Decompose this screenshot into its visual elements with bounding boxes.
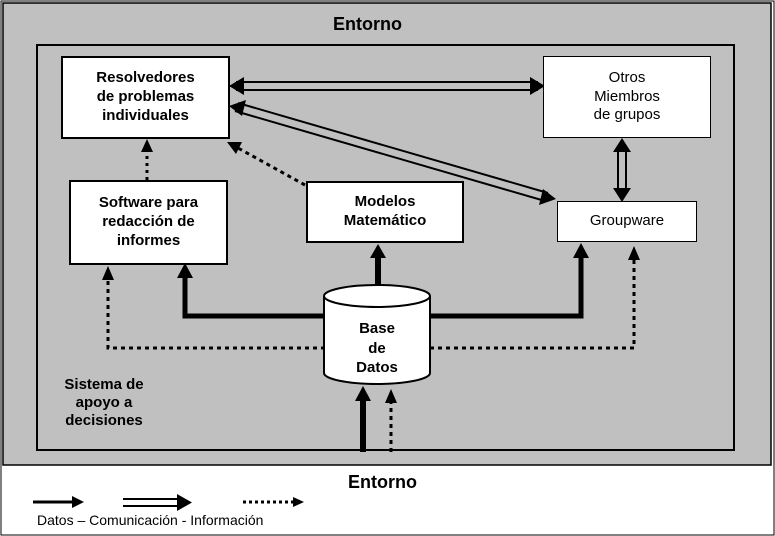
node-groupware: Groupware	[557, 201, 697, 242]
info-arrow-db-groupware	[430, 246, 640, 350]
info-arrow-software-resolvers	[141, 139, 153, 180]
node-math-models-label: Modelos Matemático	[343, 193, 427, 229]
node-report-software-label: Software para redacción de informes	[98, 194, 199, 249]
node-report-software: Software para redacción de informes	[69, 180, 228, 265]
database-cylinder	[323, 284, 431, 385]
legend-info-arrow	[243, 497, 304, 507]
comm-arrow-resolvers-members	[229, 77, 545, 95]
data-arrow-db-models	[370, 244, 386, 286]
system-label: Sistema de apoyo a decisiones	[64, 376, 144, 429]
environment-bottom-label: Entorno	[348, 472, 417, 492]
info-arrow-db-software	[102, 266, 325, 350]
legend-text: Datos – Comunicación - Información	[37, 512, 264, 528]
data-arrow-env-db	[355, 386, 371, 452]
node-resolvers-label: Resolvedores de problemas individuales	[96, 69, 195, 124]
node-resolvers: Resolvedores de problemas individuales	[61, 56, 230, 139]
info-arrow-env-db	[385, 389, 397, 452]
node-database-label: Base de Datos	[356, 320, 398, 376]
comm-arrow-resolvers-groupware	[229, 100, 556, 205]
node-other-members-label: Otros Miembros de grupos	[593, 68, 661, 124]
data-arrow-db-groupware	[430, 243, 589, 319]
node-math-models: Modelos Matemático	[306, 181, 464, 243]
environment-top-label: Entorno	[333, 14, 402, 34]
legend-data-arrow	[33, 496, 84, 508]
info-arrow-models-resolvers	[227, 142, 306, 187]
data-arrow-db-software	[177, 263, 325, 319]
node-groupware-label: Groupware	[589, 212, 665, 230]
legend-comm-arrow	[123, 494, 192, 511]
comm-arrow-members-groupware	[613, 138, 631, 202]
node-other-members: Otros Miembros de grupos	[543, 56, 711, 138]
